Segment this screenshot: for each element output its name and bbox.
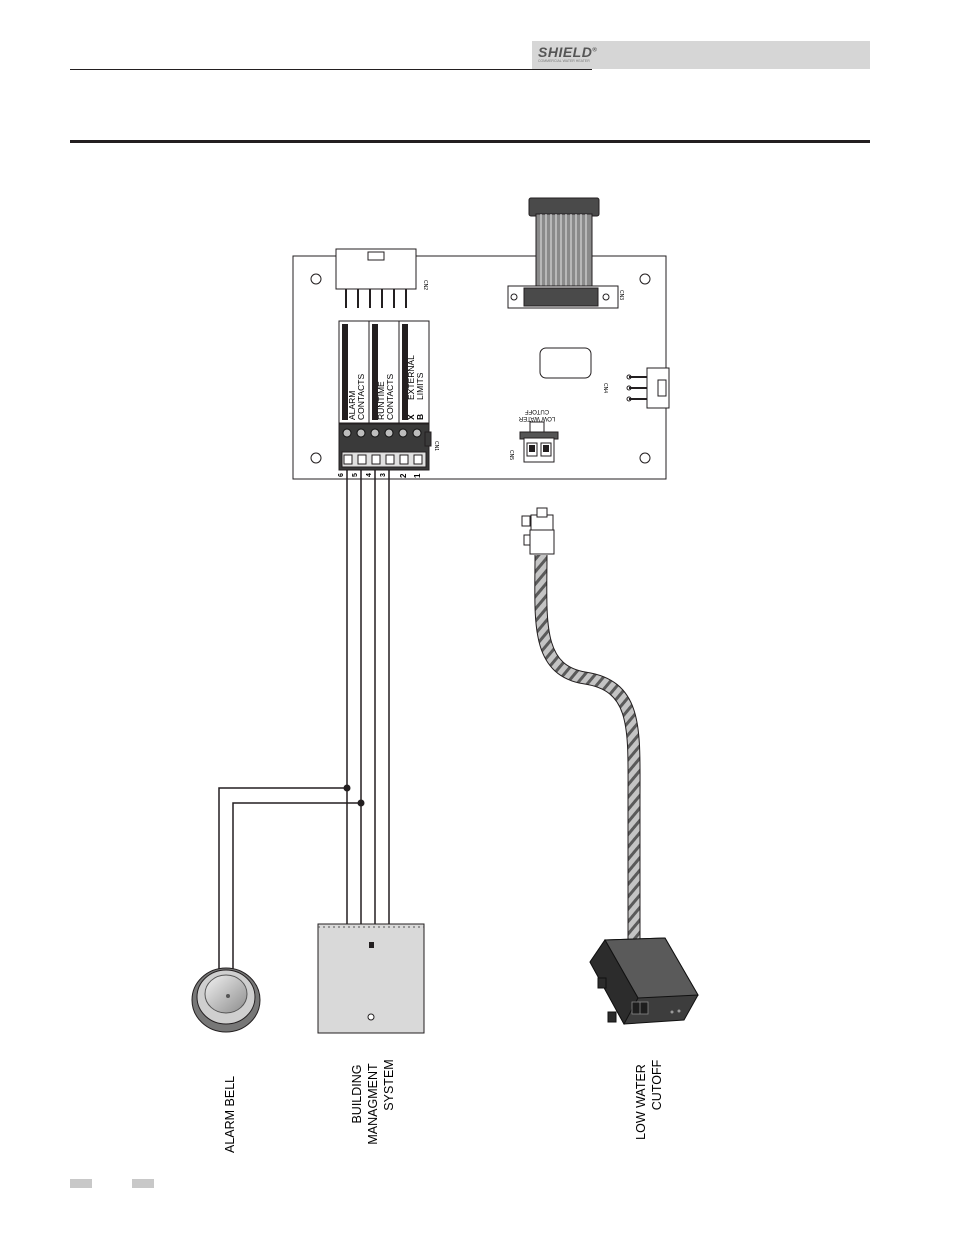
- bms-label-line2: MANAGMENT: [366, 1063, 380, 1145]
- terminal-screws: [342, 428, 422, 438]
- wire: [218, 787, 347, 990]
- alarm-contacts-label: ALARM: [347, 391, 357, 420]
- alarm-bell-label: ALARM BELL: [223, 1076, 237, 1153]
- low-water-cutoff-device: [589, 937, 699, 1026]
- terminal-number: 2: [399, 473, 408, 478]
- cn2-connector: CN2: [335, 248, 428, 308]
- terminal-number: 1: [413, 473, 422, 478]
- wire-junction: [343, 784, 351, 792]
- alarm-contacts-label: CONTACTS: [356, 374, 366, 420]
- mount-hole: [639, 452, 651, 464]
- shield-logo: SHIELD®: [538, 44, 598, 60]
- terminal-number: 4: [366, 473, 373, 477]
- external-limits-label: EXTERNAL: [406, 355, 416, 400]
- runtime-contacts-label: RUNTIME: [376, 381, 386, 420]
- external-limits-label: LIMITS: [415, 372, 425, 400]
- lwco-label-line1: LOW WATER: [634, 1064, 648, 1140]
- wires: [218, 470, 390, 990]
- mount-hole: [310, 273, 322, 285]
- mount-hole: [639, 273, 651, 285]
- cn5-lwco-label: CUTOFF: [525, 408, 550, 414]
- footer-block: [132, 1179, 154, 1188]
- brand-tagline: COMMERCIAL WATER HEATER: [538, 59, 590, 63]
- runtime-contacts-label: CONTACTS: [385, 374, 395, 420]
- section-rule: [70, 140, 870, 143]
- cn3-ribbon-connector: CN3: [507, 197, 624, 309]
- header-rule: [70, 69, 592, 70]
- cn5-connector: LOW WATER CUTOFF CN5: [508, 408, 559, 463]
- cn5-label: CN5: [508, 450, 514, 460]
- lwco-label-line2: CUTOFF: [650, 1059, 664, 1110]
- mount-hole: [310, 452, 322, 464]
- external-limits-x: X: [406, 414, 416, 420]
- wire-junction: [357, 799, 365, 807]
- cn5-lwco-label: LOW WATER: [518, 415, 555, 421]
- footer-block: [70, 1179, 92, 1188]
- brand-bar: SHIELD® COMMERCIAL WATER HEATER: [532, 41, 870, 69]
- lwco-harness: [521, 507, 641, 942]
- external-limits-b: B: [415, 414, 425, 420]
- cn1-terminal-block: CN1 6 5 4 3 2 1: [338, 423, 439, 478]
- board-cutout: [539, 347, 592, 379]
- alarm-bell: [191, 967, 261, 1033]
- cn3-label: CN3: [618, 290, 624, 300]
- terminal-label-block: ALARM CONTACTS RUNTIME CONTACTS EXTERNAL…: [338, 320, 430, 424]
- cn1-label: CN1: [433, 441, 439, 451]
- terminal-number: 5: [352, 473, 359, 477]
- cn4-connector: CN4: [602, 367, 670, 409]
- component-labels: ALARM BELL BUILDING MANAGMENT SYSTEM LOW…: [223, 1059, 664, 1153]
- cn2-label: CN2: [422, 280, 428, 290]
- terminal-number: 6: [338, 473, 345, 477]
- terminal-number: 3: [380, 473, 387, 477]
- bms-label-line3: SYSTEM: [382, 1059, 396, 1110]
- wire: [232, 802, 361, 990]
- bms-label-line1: BUILDING: [350, 1064, 364, 1123]
- cn4-label: CN4: [602, 383, 608, 393]
- building-management-system: [317, 923, 425, 1034]
